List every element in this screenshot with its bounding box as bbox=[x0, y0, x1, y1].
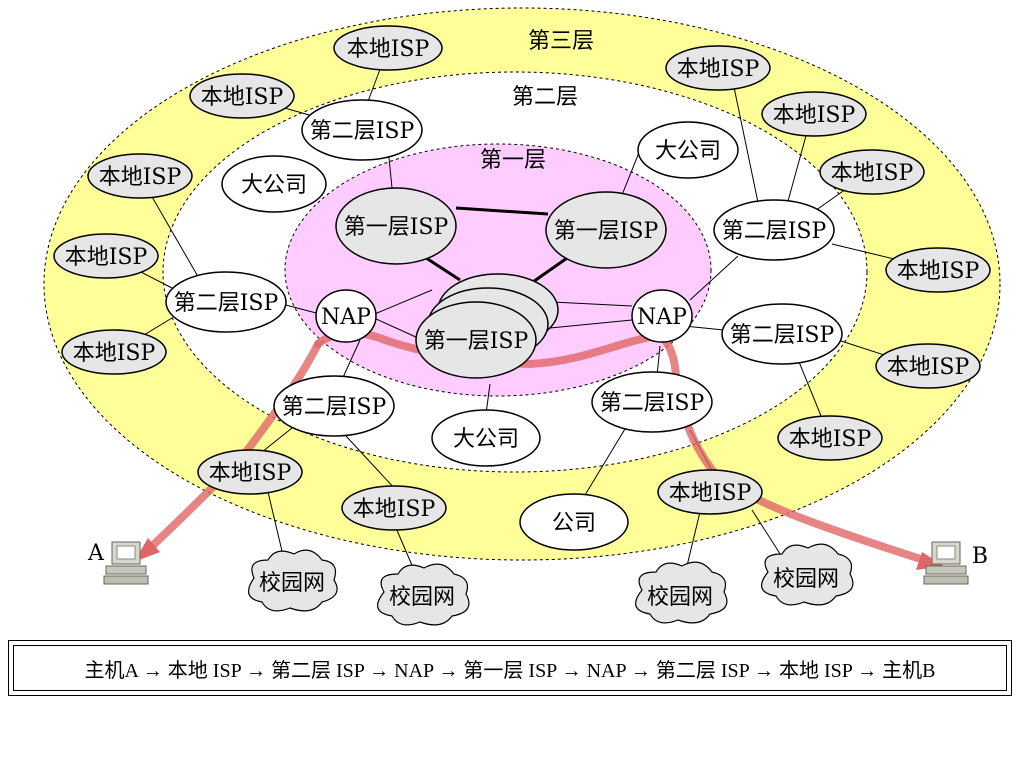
campus-net-1-label: 校园网 bbox=[259, 571, 325, 596]
big-company-top-right-label: 大公司 bbox=[655, 139, 721, 164]
nap-right-label: NAP bbox=[637, 305, 687, 330]
company-bottom-label: 公司 bbox=[552, 511, 596, 536]
host-b-label: B bbox=[972, 544, 988, 569]
local-isp-left-2 bbox=[53, 233, 159, 279]
tier1-isp-left bbox=[335, 187, 457, 265]
tier3-label: 第三层 bbox=[528, 29, 594, 54]
local-isp-left-3-label: 本地ISP bbox=[73, 341, 156, 366]
big-company-top-left-label: 大公司 bbox=[241, 173, 307, 198]
route-caption: 主机A → 本地 ISP → 第二层 ISP → NAP → 第一层 ISP →… bbox=[13, 645, 1007, 691]
tier1-label: 第一层 bbox=[480, 148, 546, 173]
tier2-isp-left bbox=[165, 271, 287, 333]
tier2-isp-top bbox=[301, 99, 423, 161]
local-isp-top-label: 本地ISP bbox=[347, 37, 430, 62]
tier2-isp-left-label: 第二层ISP bbox=[174, 291, 279, 316]
local-isp-bottom-right bbox=[657, 469, 763, 515]
tier1-isp-front-label: 第一层ISP bbox=[424, 329, 529, 354]
host-a-label: A bbox=[87, 541, 105, 566]
tier2-isp-top-label: 第二层ISP bbox=[310, 119, 415, 144]
local-isp-left-1-label: 本地ISP bbox=[99, 165, 182, 190]
local-isp-group: 本地ISP 本地ISP 本地ISP 本地ISP 本地ISP 本地ISP 本地IS… bbox=[53, 25, 991, 531]
tier2-isp-top-right bbox=[713, 199, 835, 261]
tier2-isp-right bbox=[721, 303, 843, 365]
local-isp-right-1-label: 本地ISP bbox=[831, 161, 914, 186]
campus-net-2: 校园网 bbox=[377, 563, 470, 626]
campus-net-4-label: 校园网 bbox=[773, 567, 839, 592]
local-isp-left-2-label: 本地ISP bbox=[65, 245, 148, 270]
local-isp-right-3 bbox=[875, 343, 981, 389]
big-company-top-left bbox=[221, 155, 327, 213]
campus-net-4: 校园网 bbox=[761, 543, 854, 606]
local-isp-right-4-label: 本地ISP bbox=[789, 427, 872, 452]
big-company-bottom bbox=[431, 409, 541, 467]
tier2-isp-bottom-left-label: 第二层ISP bbox=[282, 395, 387, 420]
tier1-isp-right-label: 第一层ISP bbox=[554, 219, 659, 244]
big-company-top-right bbox=[637, 121, 739, 179]
tier2-label: 第二层 bbox=[512, 85, 578, 110]
local-isp-top-left-label: 本地ISP bbox=[201, 85, 284, 110]
local-isp-right-2-label: 本地ISP bbox=[897, 259, 980, 284]
local-isp-top-right-1 bbox=[665, 45, 771, 91]
tier2-isp-right-label: 第二层ISP bbox=[730, 323, 835, 348]
local-isp-bottom-left-2 bbox=[341, 485, 447, 531]
local-isp-right-2 bbox=[885, 247, 991, 293]
local-isp-left-1 bbox=[87, 153, 193, 199]
nap-right bbox=[631, 289, 693, 343]
host-b-computer-icon bbox=[923, 541, 969, 585]
nap-left-label: NAP bbox=[321, 305, 371, 330]
tier2-isp-top-right-label: 第二层ISP bbox=[722, 219, 827, 244]
local-isp-top-right-2 bbox=[761, 91, 867, 137]
company-bottom bbox=[519, 493, 629, 551]
local-isp-bottom-left-1-label: 本地ISP bbox=[209, 461, 292, 486]
local-isp-right-1 bbox=[819, 149, 925, 195]
local-isp-top-left bbox=[189, 73, 295, 119]
campus-net-3-label: 校园网 bbox=[647, 585, 713, 610]
campus-net-2-label: 校园网 bbox=[389, 585, 455, 610]
local-isp-top-right-1-label: 本地ISP bbox=[677, 57, 760, 82]
local-isp-top bbox=[333, 25, 443, 71]
tier1-isp-left-label: 第一层ISP bbox=[344, 215, 449, 240]
tier1-isp-right bbox=[545, 191, 667, 269]
local-isp-bottom-left-1 bbox=[197, 449, 303, 495]
big-company-bottom-label: 大公司 bbox=[453, 427, 519, 452]
tier2-isp-bottom-right bbox=[591, 371, 713, 433]
tier2-isp-bottom-left bbox=[273, 375, 395, 437]
local-isp-top-right-2-label: 本地ISP bbox=[773, 103, 856, 128]
route-caption-box: 主机A → 本地 ISP → 第二层 ISP → NAP → 第一层 ISP →… bbox=[8, 640, 1012, 696]
local-isp-right-3-label: 本地ISP bbox=[887, 355, 970, 380]
local-isp-right-4 bbox=[777, 415, 883, 461]
local-isp-bottom-right-label: 本地ISP bbox=[669, 481, 752, 506]
campus-net-3: 校园网 bbox=[635, 561, 728, 624]
tier1-isp-front bbox=[415, 301, 537, 379]
local-isp-left-3 bbox=[61, 329, 167, 375]
local-isp-bottom-left-2-label: 本地ISP bbox=[353, 497, 436, 522]
tier2-isp-bottom-right-label: 第二层ISP bbox=[600, 391, 705, 416]
host-a-computer-icon bbox=[103, 541, 149, 585]
nap-left bbox=[315, 289, 377, 343]
campus-net-1: 校园网 bbox=[247, 549, 338, 612]
